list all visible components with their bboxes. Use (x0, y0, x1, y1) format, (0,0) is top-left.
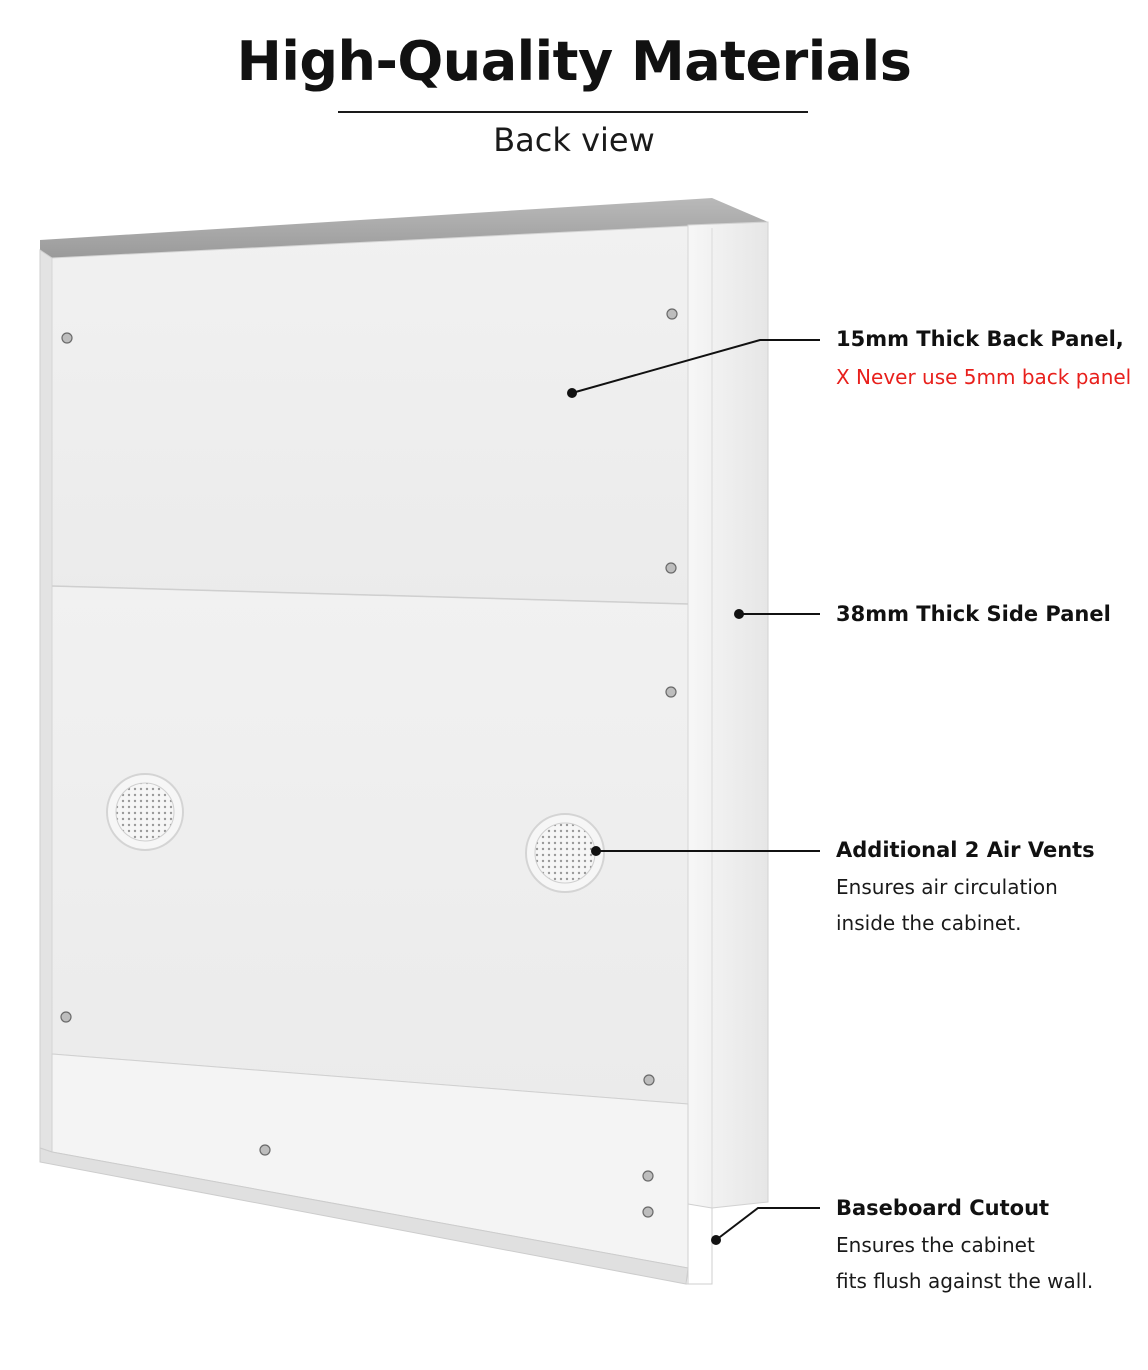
callout-back-panel: 15mm Thick Back Panel, X Never use 5mm b… (836, 326, 1146, 390)
callout-baseboard: Baseboard Cutout Ensures the cabinet fit… (836, 1195, 1146, 1299)
page-title: High-Quality Materials (236, 30, 912, 93)
left-frame (39, 249, 53, 1153)
side-panel (685, 221, 769, 1285)
leader-back-panel (571, 339, 820, 394)
baseboard-line-2: fits flush against the wall. (836, 1269, 1094, 1293)
top-edge (40, 198, 768, 258)
air-vents-line-2: inside the cabinet. (836, 911, 1022, 935)
baseboard-description: Ensures the cabinet fits flush against t… (836, 1227, 1146, 1299)
page-subtitle: Back view (493, 121, 655, 159)
callout-air-vents: Additional 2 Air Vents Ensures air circu… (836, 837, 1146, 941)
title-underline (338, 111, 808, 113)
screws (60, 308, 678, 1218)
air-vents-description: Ensures air circulation inside the cabin… (836, 869, 1146, 941)
baseboard-notch (687, 1203, 713, 1285)
callout-side-panel: 38mm Thick Side Panel (836, 601, 1146, 627)
air-vent-right (525, 813, 605, 893)
back-panel-title: 15mm Thick Back Panel, (836, 327, 1124, 351)
air-vent-left (106, 773, 184, 851)
side-panel-title: 38mm Thick Side Panel (836, 602, 1111, 626)
back-panel-upper (51, 225, 689, 605)
leader-baseboard (715, 1207, 820, 1241)
back-panel-warning: X Never use 5mm back panel (836, 365, 1132, 389)
baseboard-line-1: Ensures the cabinet (836, 1233, 1035, 1257)
air-vents-line-1: Ensures air circulation (836, 875, 1058, 899)
air-vents-title: Additional 2 Air Vents (836, 838, 1095, 862)
baseboard-title: Baseboard Cutout (836, 1196, 1050, 1220)
